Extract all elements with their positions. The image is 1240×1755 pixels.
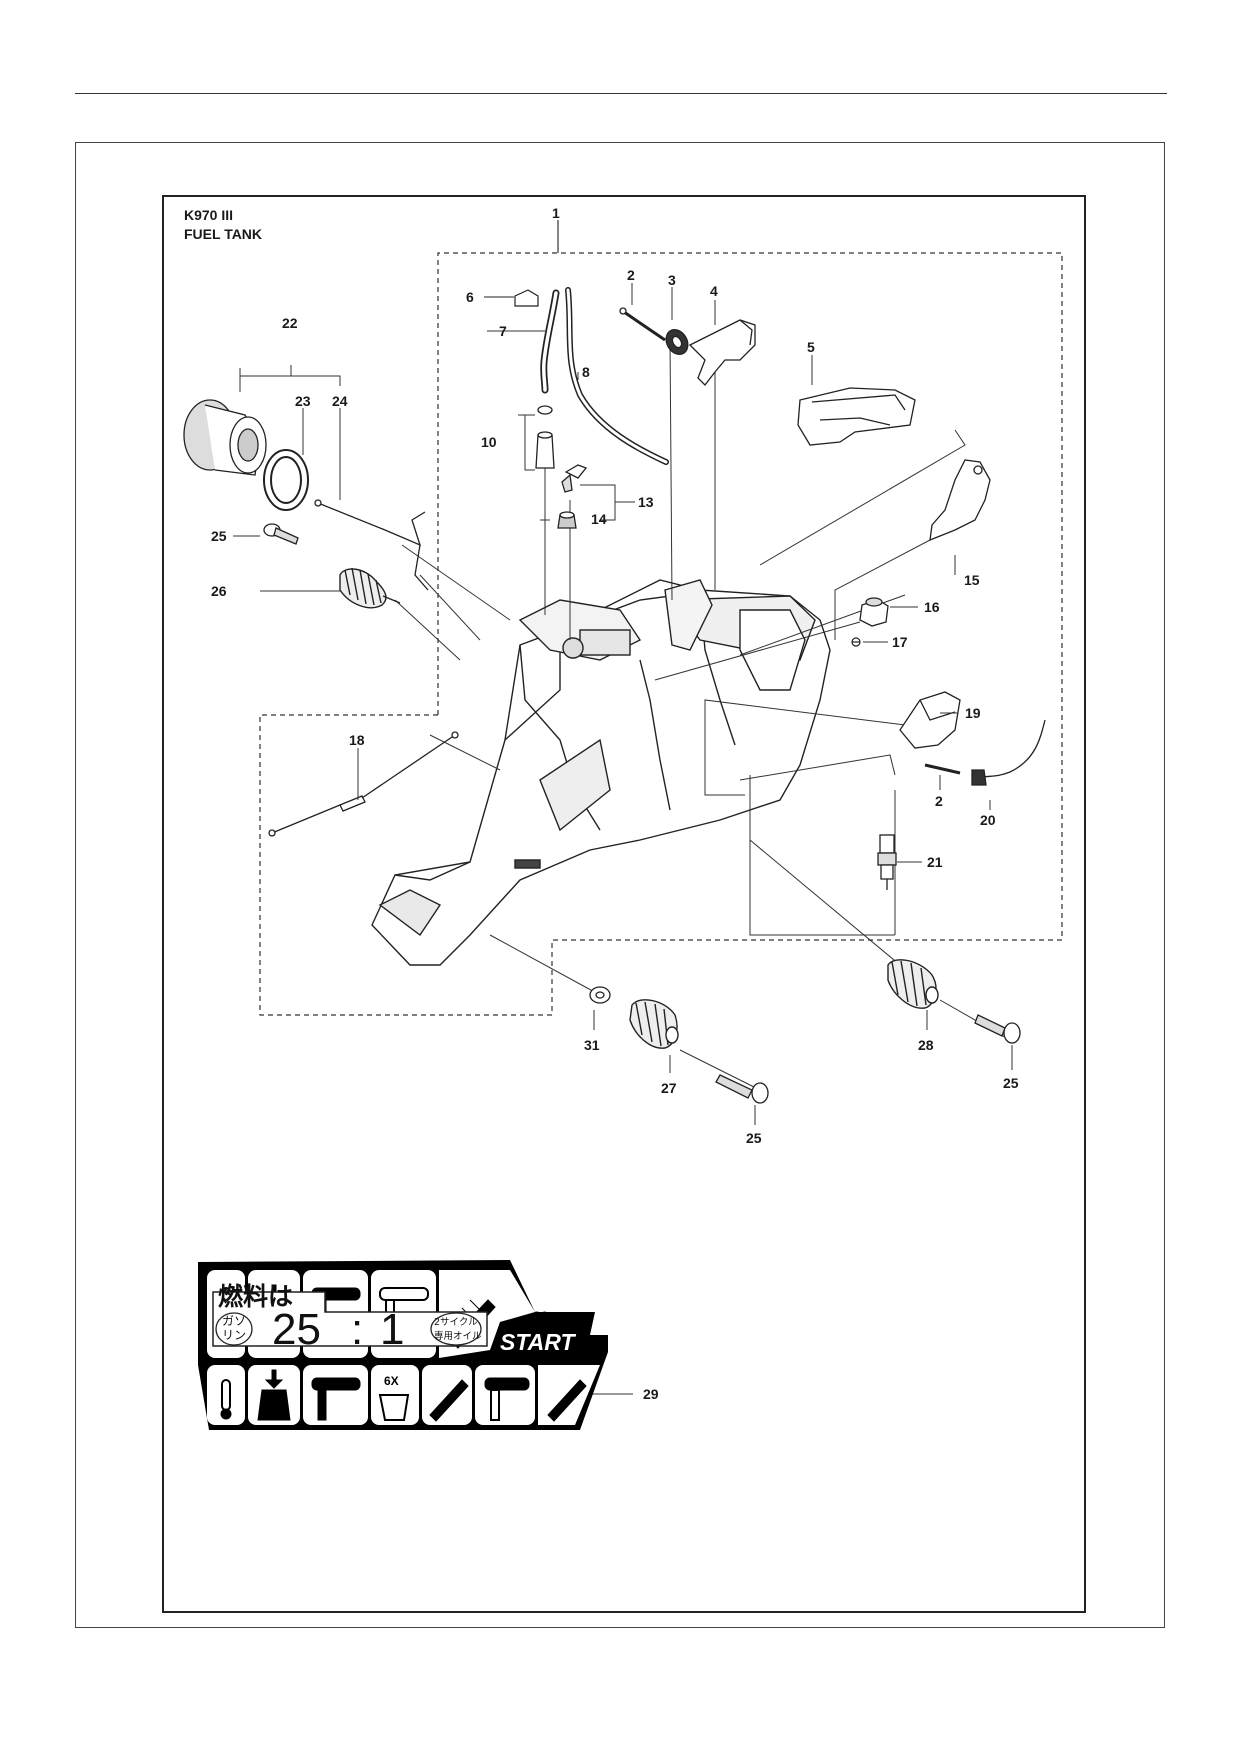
part-21-spark-plug (877, 834, 897, 890)
label-26: 26 (211, 583, 227, 599)
top-rule (75, 93, 1167, 94)
part-20-switch-wire (971, 719, 1046, 786)
tile-throttle-lock-bottom (303, 1365, 368, 1425)
part-8-vent-hose-inner (566, 288, 668, 464)
label-6: 6 (466, 289, 474, 305)
label-4: 4 (710, 283, 718, 299)
section-name: FUEL TANK (184, 226, 263, 242)
part-25-screw-right (974, 1014, 1021, 1044)
part-26-av-spring (339, 567, 401, 609)
label-25-right: 25 (1003, 1075, 1019, 1091)
label-20: 20 (980, 812, 996, 828)
part-6-clip (484, 289, 539, 307)
label-28: 28 (918, 1037, 934, 1053)
label-2-top: 2 (627, 267, 635, 283)
part-10-fuel-filter (535, 405, 555, 469)
ratio-right: 1 (380, 1305, 404, 1354)
pull-cord-icon-bottom-a (429, 1379, 469, 1422)
part-27-av-spring (629, 999, 679, 1049)
tile-temperature-bottom (207, 1365, 245, 1425)
part-4-throttle-trigger (688, 319, 756, 386)
label-27: 27 (661, 1080, 677, 1096)
pull-cord-icon-bottom-b (547, 1379, 587, 1422)
part-25-screw-left (263, 523, 299, 545)
label-23: 23 (295, 393, 311, 409)
label-25-left: 25 (211, 528, 227, 544)
part-number-labels: 1 2 3 4 5 6 7 8 10 13 14 15 16 17 18 19 … (211, 205, 1019, 1402)
label-31: 31 (584, 1037, 600, 1053)
label-17: 17 (892, 634, 908, 650)
label-15: 15 (964, 572, 980, 588)
label-19: 19 (965, 705, 981, 721)
label-18: 18 (349, 732, 365, 748)
decompression-icon (378, 1394, 410, 1421)
diagram-frame (162, 195, 1086, 1613)
fuel-tank-body (371, 579, 831, 966)
label-3: 3 (668, 272, 676, 288)
label-7: 7 (499, 323, 507, 339)
part-19-lever (899, 691, 961, 749)
label-25-bottom: 25 (746, 1130, 762, 1146)
label-24: 24 (332, 393, 348, 409)
choke-icon-bottom (257, 1389, 291, 1421)
part-15-handle-cover (929, 459, 991, 542)
decal-30-fuel-ratio: 燃料は ガソ リン 25 : 1 2サイクル 専用オイル (212, 1282, 488, 1354)
part-13-vent-valve (561, 464, 588, 493)
part-17-screw (851, 637, 861, 647)
part-16-primer-bulb (859, 597, 889, 627)
oil-text-2: 専用オイル (434, 1330, 482, 1342)
label-16: 16 (924, 599, 940, 615)
part-25-screw-middle (715, 1074, 769, 1104)
part-23-o-ring (263, 449, 309, 511)
part-28-av-spring (887, 959, 939, 1009)
part-5-cover (797, 387, 916, 446)
oil-badge (430, 1312, 482, 1346)
throttle-lock-icon-bottom (311, 1377, 361, 1391)
gasoline-text-1: ガソ (222, 1314, 246, 1328)
part-31-washer (589, 986, 611, 1004)
gasoline-text-2: リン (222, 1328, 246, 1342)
part-7-fuel-hose-inner (541, 291, 558, 392)
label-8: 8 (582, 364, 590, 380)
oil-text-1: 2サイクル (434, 1317, 478, 1328)
label-10: 10 (481, 434, 497, 450)
tile-pull-bottom-a (422, 1365, 472, 1425)
part-3-spring (665, 329, 689, 355)
model-name: K970 III (184, 207, 234, 223)
page-frame (75, 142, 1165, 1628)
label-22: 22 (282, 315, 298, 331)
fuel-is-heading: 燃料は (218, 1282, 293, 1311)
label-29: 29 (643, 1386, 659, 1402)
diagram-title: K970 III FUEL TANK (184, 206, 262, 244)
part-22-filler-cap (183, 399, 267, 476)
part-14-valve (557, 511, 577, 529)
ratio-left: 25 (272, 1305, 321, 1354)
ratio-separator: : (351, 1305, 363, 1354)
six-x-label: 6X (384, 1374, 399, 1388)
label-1: 1 (552, 205, 560, 221)
gasoline-badge (215, 1312, 253, 1346)
tile-throttle-release-bottom (475, 1365, 535, 1425)
part-2-pin-top (619, 307, 666, 342)
throttle-release-icon-bottom (484, 1377, 530, 1391)
throttle-release-icon-top (379, 1287, 429, 1301)
label-5: 5 (807, 339, 815, 355)
label-13: 13 (638, 494, 654, 510)
start-label: START (500, 1329, 576, 1355)
part-2-pin-right (924, 763, 961, 775)
assembly-1-boundary (259, 220, 1063, 1016)
label-21: 21 (927, 854, 943, 870)
part-18-throttle-cable (268, 731, 459, 837)
label-14: 14 (591, 511, 607, 527)
part-24-retainer-strap (314, 499, 429, 591)
label-2-right: 2 (935, 793, 943, 809)
